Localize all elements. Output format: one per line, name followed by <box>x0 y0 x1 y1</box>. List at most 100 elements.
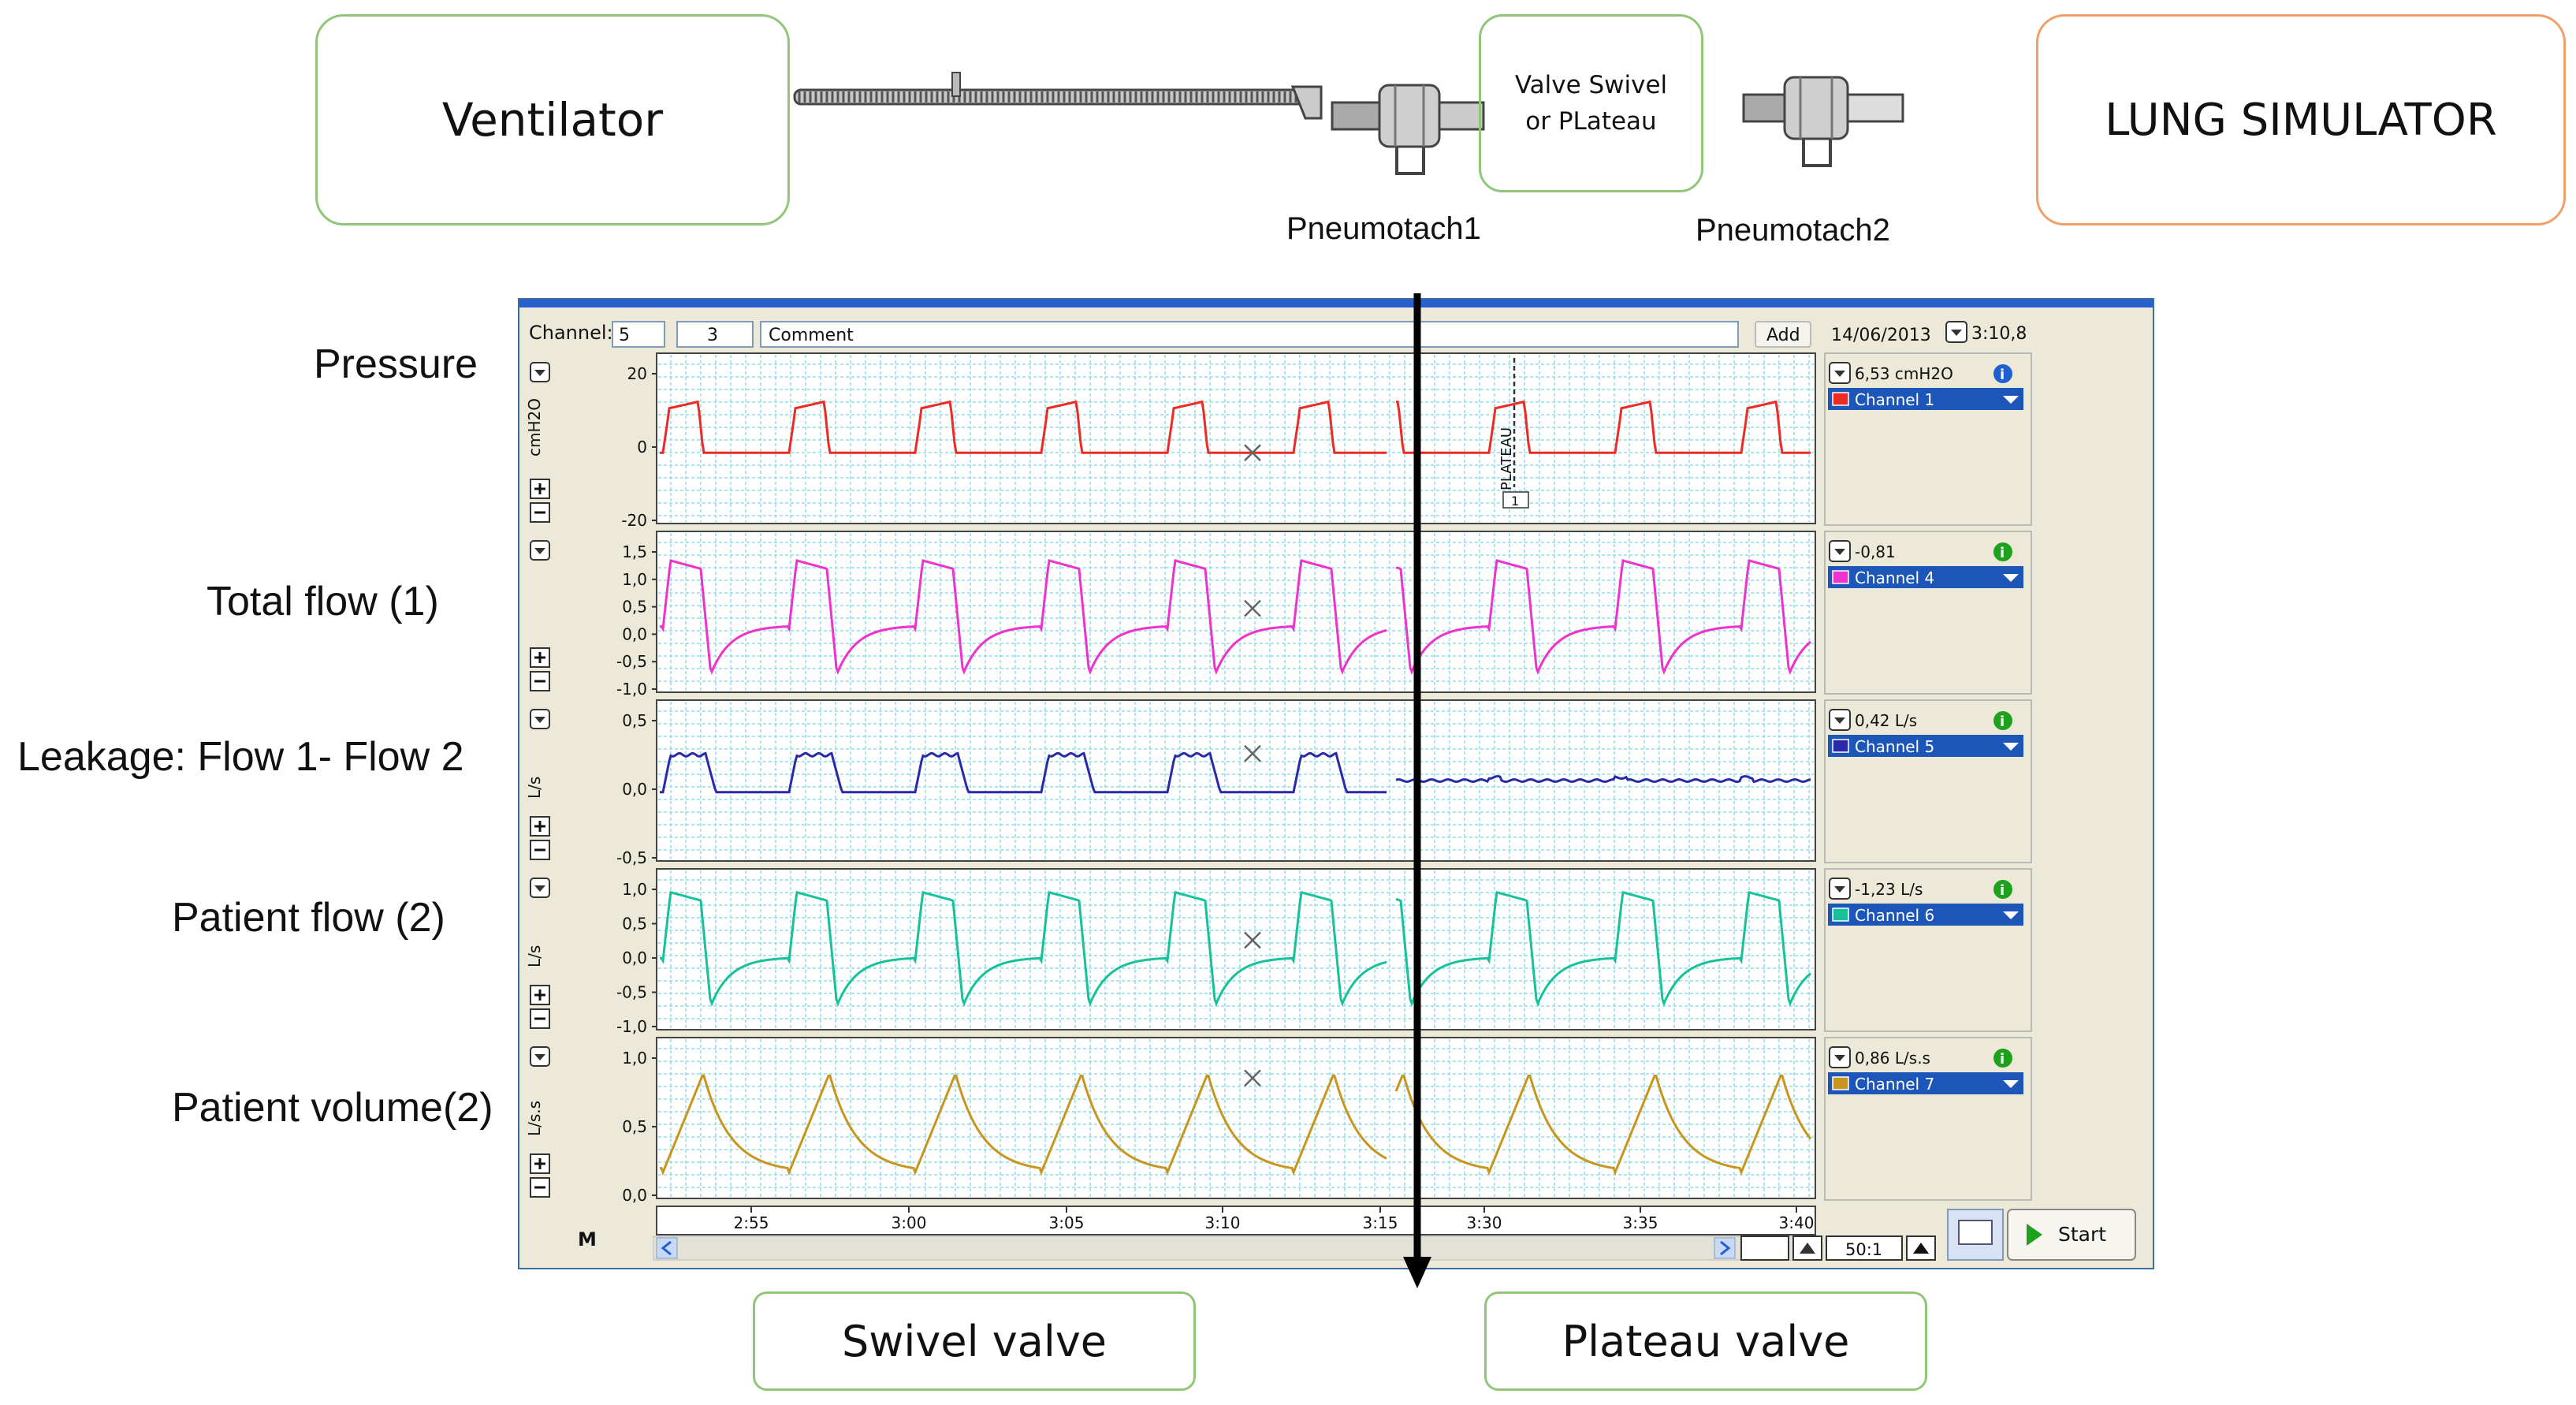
cursor-marker-patient_volume <box>1244 1069 1261 1087</box>
svg-text:i: i <box>2000 882 2005 899</box>
swivel-valve-box: Swivel valve <box>753 1291 1196 1391</box>
info-icon-patient_flow[interactable] <box>1993 880 2012 899</box>
channel-name-leakage: Channel 5 <box>1855 737 1934 756</box>
grid-pressure <box>658 355 1814 522</box>
plateau-valve-label: Plateau valve <box>1562 1316 1850 1366</box>
breathing-tube <box>793 72 1323 120</box>
waveform-pressure-left <box>660 400 1387 454</box>
info-icon-patient_volume[interactable] <box>1993 1049 2012 1068</box>
channel-spinner-value: 5 <box>619 326 630 345</box>
channel-name-patient_volume: Channel 7 <box>1855 1075 1934 1094</box>
ventilator-label: Ventilator <box>441 93 664 147</box>
channel-count-value: 3 <box>707 326 718 345</box>
lung-simulator-label: LUNG SIMULATOR <box>2105 94 2497 146</box>
channel-selector-total_flow[interactable] <box>1828 566 2023 588</box>
unit-label-patient_flow: L/s <box>525 945 544 967</box>
y-tick-patient_flow: -0,5 <box>616 983 647 1002</box>
recording-date: 14/06/2013 <box>1831 326 1931 345</box>
pneumotach2-icon <box>1742 76 1904 167</box>
channel-selector-patient_volume[interactable] <box>1828 1072 2023 1094</box>
channel-name-pressure: Channel 1 <box>1855 390 1934 409</box>
zoom-field[interactable] <box>1826 1235 1903 1261</box>
waveform-patient_flow-right <box>1395 890 1812 1007</box>
add-button[interactable] <box>1755 321 1811 348</box>
readout-total_flow: -0,81 <box>1855 542 1896 561</box>
plateau-marker-label: PLATEAU <box>1498 427 1515 490</box>
x-tick: 3:35 <box>1623 1213 1658 1232</box>
y-tick-patient_volume: 0,5 <box>622 1117 647 1136</box>
channel-selector-pressure[interactable] <box>1828 388 2023 410</box>
valve-label-line1: Valve Swivel <box>1514 71 1668 99</box>
y-tick-patient_flow: 1,0 <box>622 880 647 899</box>
readout-pressure: 6,53 cmH2O <box>1855 364 1953 383</box>
fit-view-button[interactable] <box>1740 1235 1789 1261</box>
y-tick-total_flow: 0,0 <box>622 624 647 643</box>
info-icon-pressure[interactable] <box>1993 364 2012 383</box>
y-tick-total_flow: 1,5 <box>622 542 647 561</box>
x-tick: 2:55 <box>734 1213 769 1232</box>
pneumotach1-icon <box>1331 84 1485 175</box>
waveform-total_flow-left <box>660 559 1387 675</box>
row-label-pressure: Pressure <box>314 341 478 387</box>
comment-input[interactable] <box>760 321 1739 348</box>
pneumotach2-label: Pneumotach2 <box>1696 213 1890 248</box>
swivel-valve-label: Swivel valve <box>841 1316 1107 1366</box>
plateau-valve-box: Plateau valve <box>1484 1291 1927 1391</box>
valve-box: Valve Swivel or PLateau <box>1479 14 1703 192</box>
start-button[interactable] <box>2007 1209 2136 1261</box>
waveform-patient_volume-left <box>660 1075 1387 1176</box>
waveform-patient_flow-left <box>660 890 1387 1007</box>
zoom-in-button-patient_volume[interactable] <box>530 1153 550 1174</box>
unit-label-leakage: L/s <box>525 777 544 799</box>
readout-patient_flow: -1,23 L/s <box>1855 880 1923 899</box>
y-tick-leakage: -0,5 <box>616 848 647 867</box>
zoom-out-button-patient_volume[interactable] <box>530 1177 550 1198</box>
channel-selector-patient_flow[interactable] <box>1828 904 2023 926</box>
pneumotach1-label: Pneumotach1 <box>1286 211 1481 246</box>
row-label-total-flow: Total flow (1) <box>207 579 439 624</box>
scroll-right-button[interactable] <box>1714 1237 1736 1259</box>
y-tick-leakage: 0,5 <box>622 711 647 730</box>
ventilator-box: Ventilator <box>315 14 790 225</box>
grid-patient_flow <box>658 870 1814 1028</box>
y-tick-total_flow: 1,0 <box>622 570 647 589</box>
valve-label-line2: or PLateau <box>1525 107 1657 136</box>
y-tick-patient_volume: 1,0 <box>622 1049 647 1068</box>
channel-selector-leakage[interactable] <box>1828 735 2023 757</box>
x-tick: 3:05 <box>1049 1213 1085 1232</box>
zoom-value: 50:1 <box>1845 1240 1882 1259</box>
cursor-marker-total_flow <box>1244 599 1261 617</box>
svg-text:i: i <box>2000 714 2005 730</box>
y-tick-leakage: 0,0 <box>622 780 647 799</box>
cursor-time: 3:10,8 <box>1971 324 2027 344</box>
row-label-leakage: Leakage: Flow 1- Flow 2 <box>17 734 464 780</box>
svg-text:i: i <box>2000 367 2005 383</box>
start-button-label: Start <box>2058 1223 2106 1246</box>
scroll-left-button[interactable] <box>656 1237 678 1259</box>
unit-label-pressure: cmH2O <box>525 398 544 457</box>
info-icon-total_flow[interactable] <box>1993 542 2012 561</box>
svg-text:i: i <box>2000 1051 2005 1068</box>
waveform-patient_volume-right <box>1394 1075 1812 1176</box>
x-tick: 3:00 <box>892 1213 927 1232</box>
channel-spinner[interactable] <box>612 321 665 348</box>
x-tick: 3:10 <box>1205 1213 1241 1232</box>
toolbar: Channel: 5 3 Comment Add 14/06/2013 3:10… <box>529 321 2027 348</box>
y-tick-patient_volume: 0,0 <box>622 1186 647 1205</box>
info-icon-leakage[interactable] <box>1993 711 2012 730</box>
grid-total_flow <box>658 533 1814 691</box>
y-tick-total_flow: -0,5 <box>616 652 647 671</box>
channel-count-field <box>676 321 754 348</box>
unit-label-patient_volume: L/s.s <box>525 1101 544 1136</box>
cursor-marker-leakage <box>1244 744 1261 762</box>
y-tick-pressure: -20 <box>621 511 647 530</box>
marker-index: 1 <box>1511 494 1519 509</box>
recording-canvas: Channel: 5 3 Comment Add 14/06/2013 3:10… <box>519 300 2153 1261</box>
bottom-controls: 50:1 Start M <box>578 1209 2136 1261</box>
x-tick: 3:15 <box>1363 1213 1398 1232</box>
readout-patient_volume: 0,86 L/s.s <box>1855 1049 1930 1068</box>
